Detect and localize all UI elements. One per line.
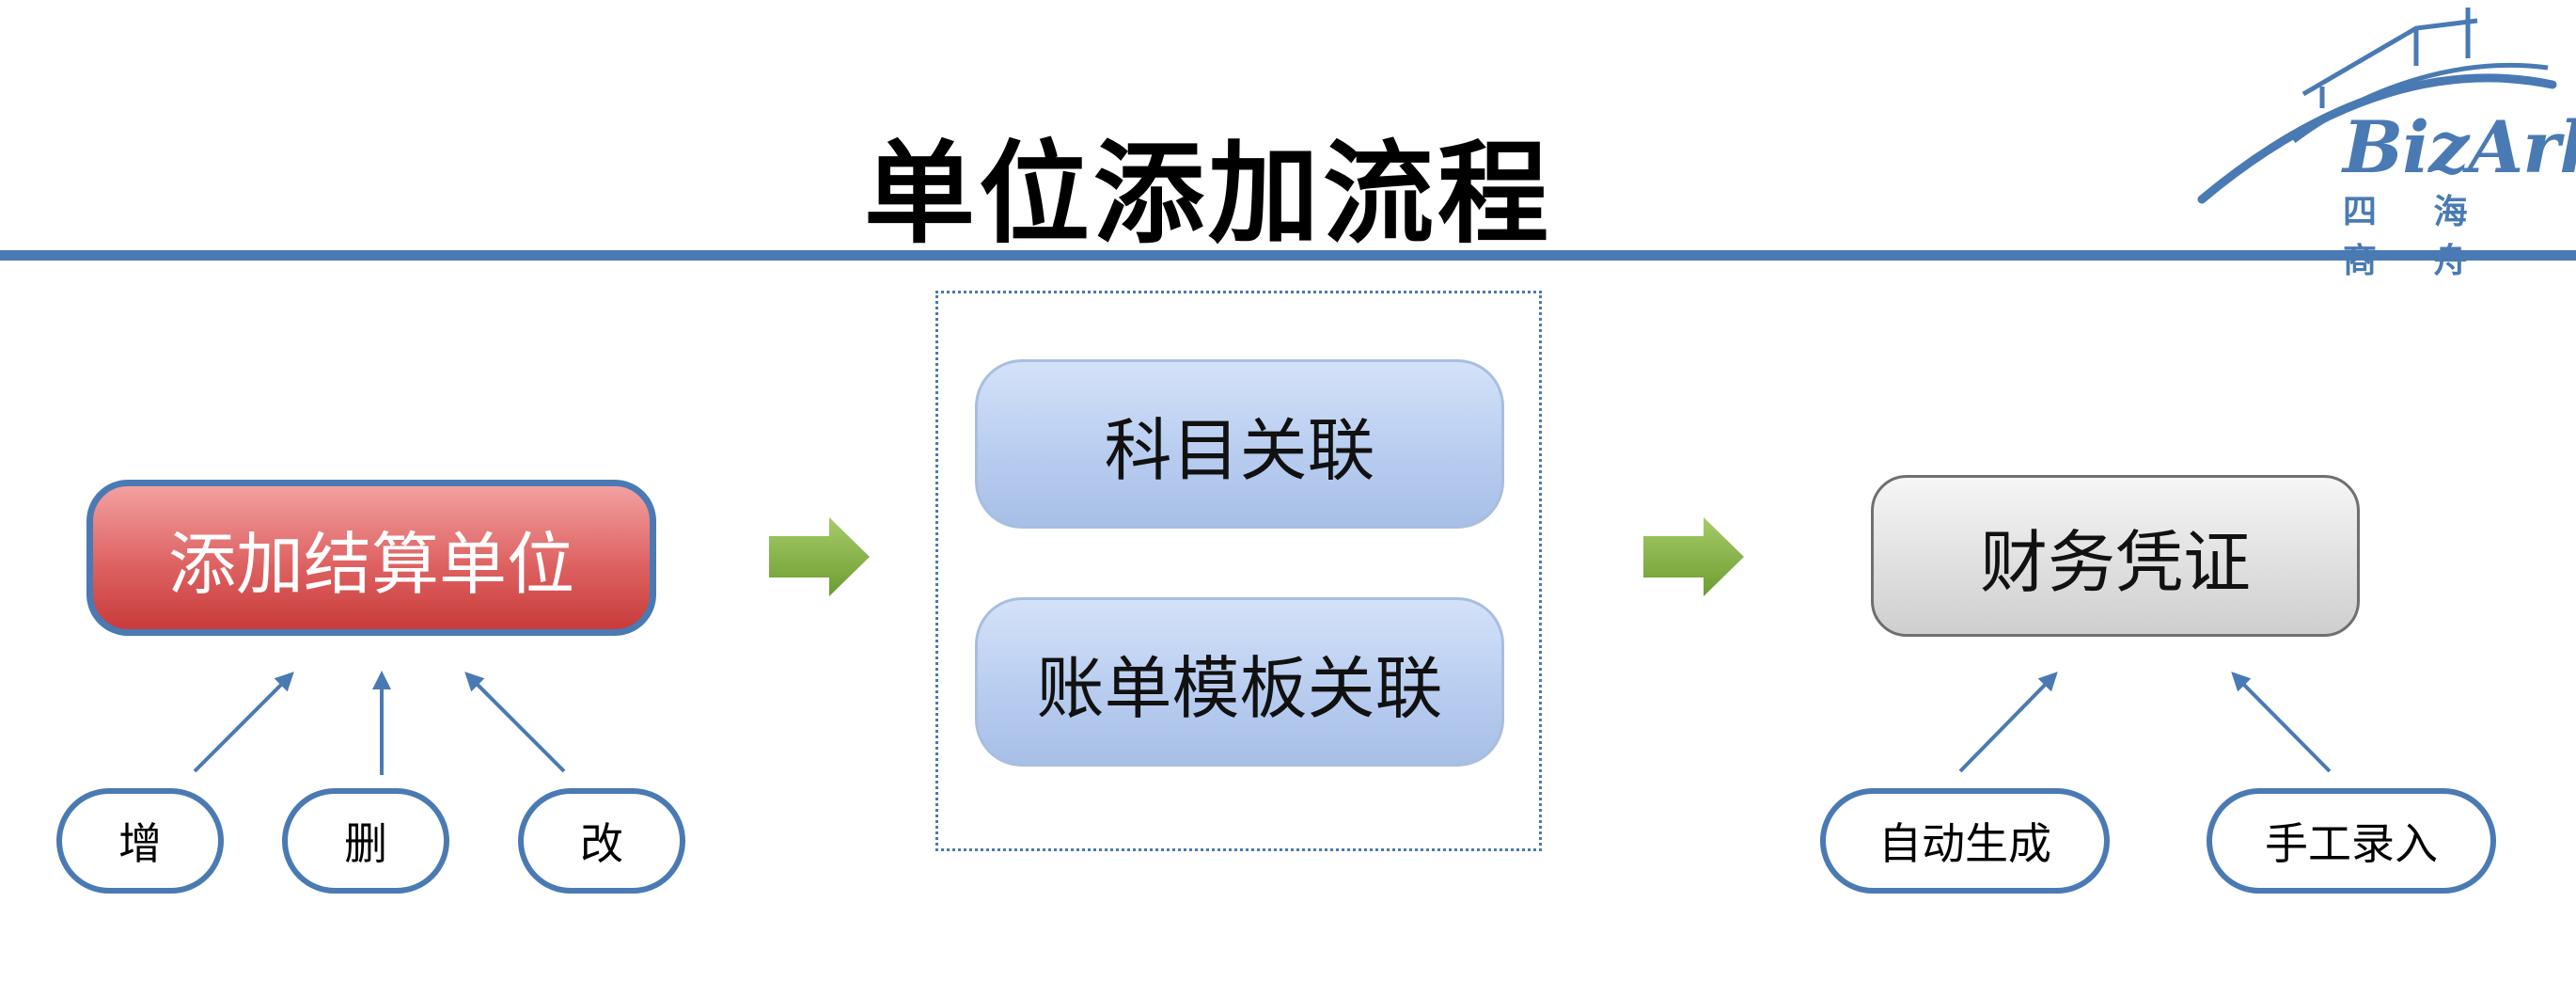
bill-template-association-node: 账单模板关联 [975,597,1504,767]
title-divider [0,250,2576,261]
logo-name: BizArk [2343,105,2576,189]
ship-icon [2197,8,2557,204]
association-group [935,291,1542,851]
manual-entry-connector-arrow [2231,672,2332,773]
financial-voucher-node: 财务凭证 [1871,475,2360,637]
add-action-pill: 增 [56,788,224,894]
edit-connector-arrow [464,672,566,773]
subject-association-node: 科目关联 [975,359,1504,529]
page-title: 单位添加流程 [863,129,1552,259]
add-settlement-unit-node: 添加结算单位 [86,480,656,636]
auto-generate-connector-arrow [1958,672,2058,773]
delete-action-pill: 删 [282,788,449,894]
auto-generate-pill: 自动生成 [1820,788,2110,894]
flow-arrow-right-1 [769,517,870,596]
flow-arrow-right-2 [1643,517,1744,596]
bizark-logo: BizArk 四 海 商 舟 [2181,0,2576,280]
edit-action-pill: 改 [518,788,685,894]
add-connector-arrow [193,672,294,773]
manual-entry-pill: 手工录入 [2207,788,2496,894]
logo-subtitle: 四 海 商 舟 [2343,193,2490,280]
